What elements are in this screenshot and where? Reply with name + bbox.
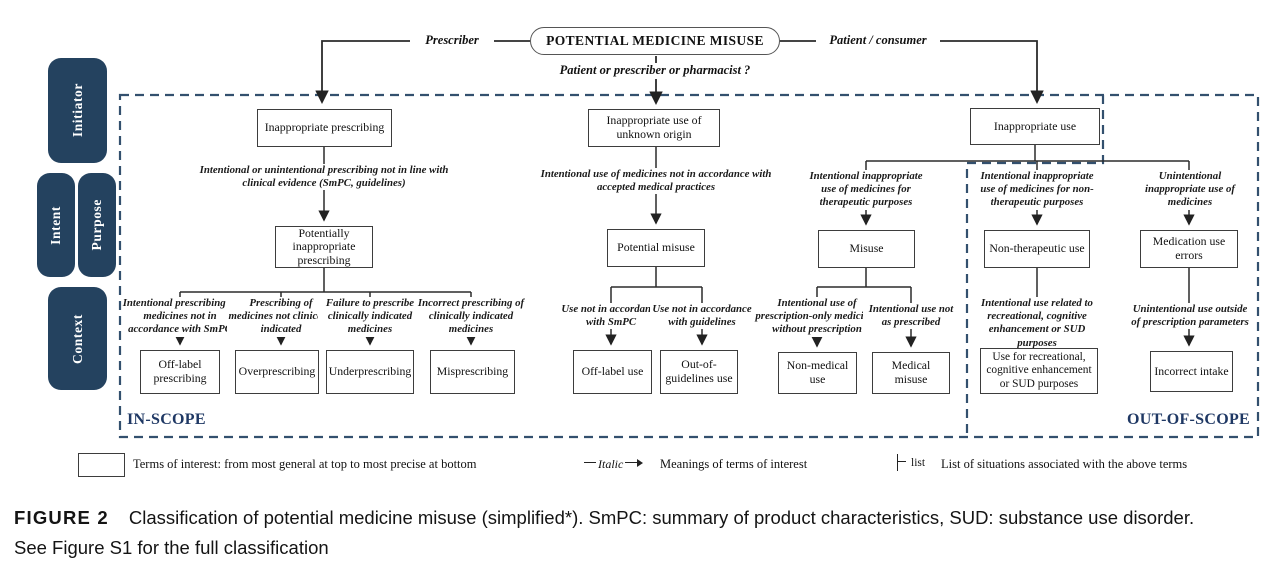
patient-consumer-branch-label: Patient / consumer	[816, 33, 940, 49]
definition-non-therapeutic: Intentional inappropriate use of medicin…	[974, 170, 1100, 210]
definition-non-medical-use: Intentional use of prescription-only med…	[755, 297, 879, 337]
leaf-non-medical-use: Non-medical use	[778, 352, 857, 394]
definition-misprescribing: Incorrect prescribing of clinically indi…	[416, 297, 526, 337]
legend-list-word: list	[911, 457, 926, 469]
sidebar-label-intent: Intent	[48, 205, 63, 245]
leaf-misprescribing: Misprescribing	[430, 350, 515, 394]
leaf-off-label-prescribing: Off-label prescribing	[140, 350, 220, 394]
caption-line-1: FIGURE 2 Classification of potential medi…	[14, 503, 1266, 533]
out-of-scope-label: OUT-OF-SCOPE	[1126, 411, 1250, 428]
definition-medication-errors: Unintentional inappropriate use of medic…	[1130, 170, 1250, 210]
sidebar-label-purpose: Purpose	[89, 199, 104, 251]
leaf-out-of-guidelines-use: Out-of-guidelines use	[660, 350, 738, 394]
sidebar-label-context: Context	[69, 313, 85, 364]
bracket-icon	[897, 453, 907, 471]
figure-caption-tag: FIGURE 2	[14, 507, 109, 528]
node-medication-use-errors: Medication use errors	[1140, 230, 1238, 268]
sidebar-label-initiator: Initiator	[69, 83, 85, 138]
arrow-head-icon	[637, 458, 644, 467]
legend-terms-text: Terms of interest: from most general at …	[133, 457, 477, 471]
leaf-underprescribing: Underprescribing	[326, 350, 414, 394]
terms-box-icon	[78, 453, 125, 477]
sidebar-pill-purpose: Purpose	[78, 173, 116, 277]
sidebar-pill-intent: Intent	[37, 173, 75, 277]
leaf-off-label-use: Off-label use	[573, 350, 652, 394]
node-inappropriate-use: Inappropriate use	[970, 108, 1100, 145]
node-inappropriate-use-unknown-origin: Inappropriate use of unknown origin	[588, 109, 720, 147]
legend-italic-text: Meanings of terms of interest	[660, 457, 808, 471]
sidebar-pill-context: Context	[48, 287, 107, 390]
node-inappropriate-prescribing: Inappropriate prescribing	[257, 109, 392, 147]
definition-recreational-use: Intentional use related to recreational,…	[972, 297, 1102, 350]
node-misuse: Misuse	[818, 230, 915, 268]
initiator-question: Patient or prescriber or pharmacist ?	[540, 63, 770, 79]
leaf-medical-misuse: Medical misuse	[872, 352, 950, 394]
definition-off-label-use: Use not in accordance with SmPC	[559, 303, 663, 330]
definition-unknown-origin: Intentional use of medicines not in acco…	[533, 168, 779, 195]
root-node: POTENTIAL MEDICINE MISUSE	[530, 27, 780, 55]
definition-off-label-prescribing: Intentional prescribing of medicines not…	[122, 297, 238, 337]
node-potentially-inappropriate-prescribing: Potentially inappropriate prescribing	[275, 226, 373, 268]
caption-line-2: See Figure S1 for the full classificatio…	[14, 537, 329, 558]
node-non-therapeutic-use: Non-therapeutic use	[984, 230, 1090, 268]
leaf-recreational-use: Use for recreational, cognitive enhancem…	[980, 348, 1098, 394]
definition-underprescribing: Failure to prescribe clinically indicate…	[318, 297, 422, 337]
definition-medical-misuse: Intentional use not as prescribed	[863, 303, 959, 330]
definition-misuse: Intentional inappropriate use of medicin…	[801, 170, 931, 210]
definition-incorrect-intake: Unintentional use outside of prescriptio…	[1127, 303, 1253, 330]
legend-italic-word: Italic	[598, 457, 624, 471]
leaf-overprescribing: Overprescribing	[235, 350, 319, 394]
in-scope-label: IN-SCOPE	[127, 411, 206, 428]
dash-icon	[584, 462, 596, 464]
node-potential-misuse: Potential misuse	[607, 229, 705, 267]
figure-caption: FIGURE 2 Classification of potential medi…	[14, 503, 1266, 563]
figure-caption-text: Classification of potential medicine mis…	[128, 507, 1195, 528]
definition-inappropriate-prescribing: Intentional or unintentional prescribing…	[198, 164, 450, 191]
list-bracket-icon: list	[897, 453, 931, 471]
italic-arrow-icon: Italic	[584, 455, 644, 473]
arrow-line-icon	[625, 462, 638, 464]
legend-list-text: List of situations associated with the a…	[941, 457, 1188, 471]
sidebar-pill-initiator: Initiator	[48, 58, 107, 163]
definition-out-of-guidelines-use: Use not in accordance with guidelines	[650, 303, 754, 330]
prescriber-branch-label: Prescriber	[410, 33, 494, 49]
leaf-incorrect-intake: Incorrect intake	[1150, 351, 1233, 392]
